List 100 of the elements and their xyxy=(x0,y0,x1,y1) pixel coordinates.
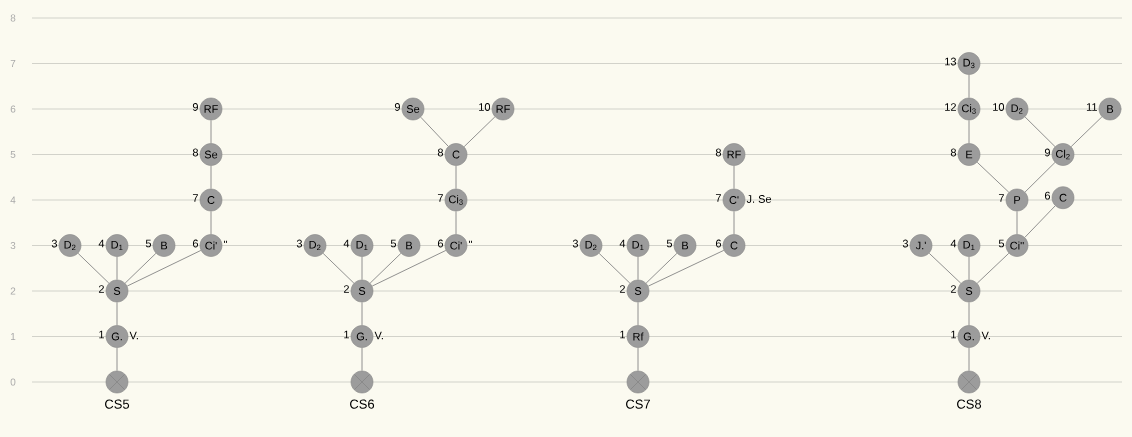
node-number: 6 xyxy=(1044,191,1050,200)
connector-line xyxy=(1024,116,1056,147)
connector-line xyxy=(455,165,457,190)
node-number: 4 xyxy=(98,239,105,248)
connector-line xyxy=(463,116,496,148)
connector-line xyxy=(598,252,631,284)
node-number: 13 xyxy=(945,57,956,66)
connector-line xyxy=(1070,116,1103,148)
node-number: 8 xyxy=(715,148,721,157)
axis-label: 5 xyxy=(10,151,16,158)
connector-line xyxy=(637,301,639,326)
connector-line xyxy=(968,119,970,144)
connector-line xyxy=(210,119,212,144)
node-number: 10 xyxy=(479,103,491,111)
axis-label: 0 xyxy=(10,378,16,386)
tree-caption: CS8 xyxy=(957,399,982,409)
axis-label: 3 xyxy=(10,241,16,250)
node-number: 2 xyxy=(343,285,349,293)
connector-line xyxy=(420,116,449,147)
axis-label: 4 xyxy=(10,196,16,204)
connector-line xyxy=(968,74,970,99)
connector-line xyxy=(369,252,402,284)
connector-line xyxy=(645,252,678,284)
connector-line xyxy=(455,210,457,235)
node-number: 1 xyxy=(620,330,625,339)
connector-line xyxy=(733,165,735,190)
connector-line xyxy=(116,301,118,326)
node-annotation: V. xyxy=(374,331,383,340)
node-number: 5 xyxy=(998,239,1005,248)
connector-line xyxy=(976,161,1010,193)
connector-line xyxy=(361,256,363,281)
axis-label: 7 xyxy=(10,60,16,67)
connector-line xyxy=(116,347,118,372)
node-number: 10 xyxy=(993,103,1005,111)
connector-line xyxy=(116,256,118,281)
node-number: 3 xyxy=(572,239,578,248)
node-annotation: J. Se xyxy=(746,195,772,203)
node-number: 3 xyxy=(296,239,302,248)
connector-line xyxy=(1016,210,1018,235)
node-number: 1 xyxy=(344,330,349,339)
node-number: 9 xyxy=(192,103,198,111)
node-number: 7 xyxy=(192,194,198,202)
node-number: 5 xyxy=(145,239,152,248)
tree-caption: CS7 xyxy=(626,399,650,409)
node-number: 4 xyxy=(950,239,957,248)
crossed-circle xyxy=(957,370,981,394)
node-number: 8 xyxy=(192,148,198,157)
node-number: 6 xyxy=(715,239,721,248)
connector-line xyxy=(126,250,202,287)
axis-label: 6 xyxy=(10,105,16,113)
node-number: 7 xyxy=(998,194,1004,202)
node-number: 11 xyxy=(1086,103,1097,111)
tree-caption: CS5 xyxy=(105,399,130,409)
connector-line xyxy=(928,252,962,284)
connector-line xyxy=(361,301,363,326)
node-number: 1 xyxy=(99,330,104,339)
node-number: 2 xyxy=(619,285,625,293)
connector-line xyxy=(647,249,725,287)
node-number: 9 xyxy=(394,103,400,111)
node-number: 1 xyxy=(951,330,956,339)
node-number: 7 xyxy=(437,194,443,202)
node-number: 9 xyxy=(1044,148,1050,157)
connector-line xyxy=(124,252,157,284)
axis-label: 1 xyxy=(11,333,16,340)
node-number: 5 xyxy=(390,239,397,248)
connector-line xyxy=(733,210,735,235)
node-number: 6 xyxy=(437,239,443,248)
connector-line xyxy=(968,347,970,372)
crossed-circle xyxy=(626,370,650,394)
connector-line xyxy=(1024,205,1056,238)
node-number: 8 xyxy=(950,148,956,157)
connector-line xyxy=(637,347,639,372)
connector-line xyxy=(322,252,355,284)
node-annotation: V. xyxy=(981,331,990,340)
node-number: 4 xyxy=(619,239,626,248)
connector-line xyxy=(976,252,1010,284)
node-number: 7 xyxy=(715,194,721,202)
connector-line xyxy=(1024,162,1056,193)
connector-line xyxy=(210,165,212,190)
connector-line xyxy=(210,210,212,235)
axis-label: 2 xyxy=(10,287,16,295)
crossed-circle xyxy=(350,370,374,394)
node-number: 12 xyxy=(945,103,956,111)
crossed-circle xyxy=(105,370,129,394)
axis-label: 8 xyxy=(10,14,16,22)
node-number: 6 xyxy=(192,239,198,248)
node-number: 8 xyxy=(437,148,443,157)
connector-line xyxy=(968,256,970,281)
connector-line xyxy=(637,256,639,281)
connector-line xyxy=(371,250,447,287)
connector-line xyxy=(77,252,110,284)
node-number: 4 xyxy=(343,239,350,248)
node-number: 3 xyxy=(51,239,57,248)
connector-line xyxy=(361,347,363,372)
node-number: 5 xyxy=(666,239,673,248)
node-annotation: " xyxy=(224,240,227,244)
node-number: 2 xyxy=(98,285,104,293)
tree-caption: CS6 xyxy=(350,399,375,409)
connector-line xyxy=(968,301,970,326)
node-number: 3 xyxy=(902,239,908,248)
